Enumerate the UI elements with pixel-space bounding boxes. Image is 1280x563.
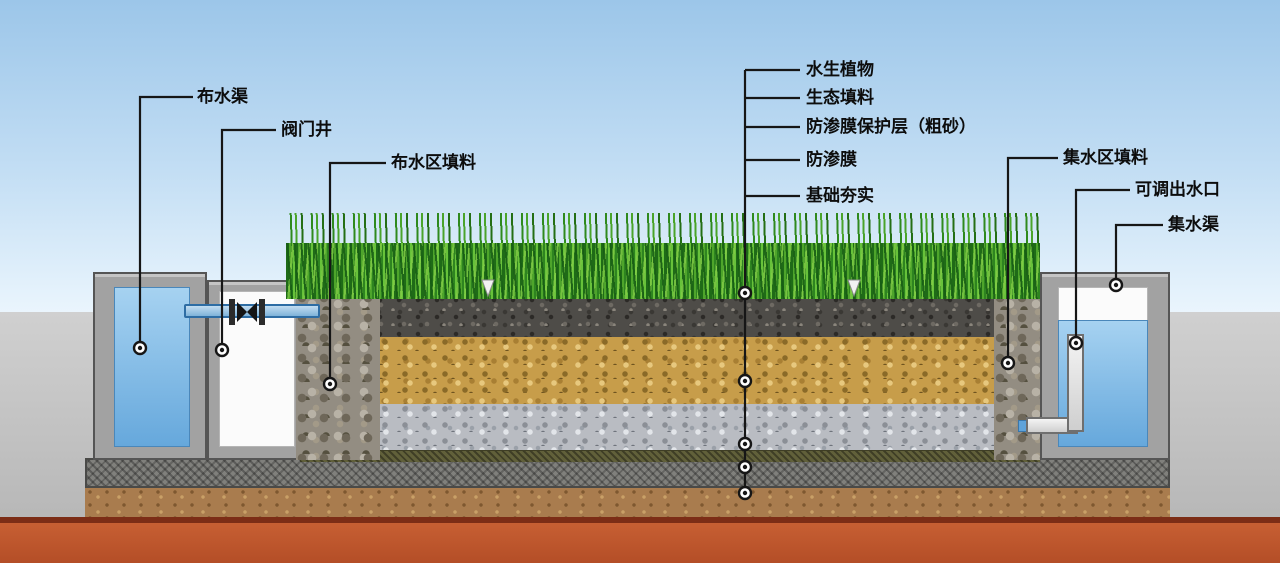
label-compacted-foundation: 基础夯实 [806,186,874,205]
label-membrane-protection-layer: 防渗膜保护层（粗砂） [806,117,976,136]
label-collection-channel: 集水渠 [1168,215,1219,234]
base-accent-line [0,517,1280,523]
layer-protection-sand-gravel [300,404,1040,450]
distribution-channel-water [114,287,190,447]
layer-eco-fill-dark [300,296,1040,337]
label-adjustable-outlet: 可调出水口 [1135,180,1220,199]
label-aquatic-plants: 水生植物 [806,60,874,79]
foundation-slab [85,458,1170,488]
label-eco-fill: 生态填料 [806,88,874,107]
label-impermeable-membrane: 防渗膜 [806,150,857,169]
layer-fill-tan [300,337,1040,404]
layer-impermeable-membrane [300,450,1040,462]
label-distribution-zone-fill: 布水区填料 [391,153,476,172]
label-collection-zone-fill: 集水区填料 [1063,148,1148,167]
label-valve-well: 阀门井 [281,120,332,139]
base-orange-strip [0,523,1280,563]
label-distribution-channel: 布水渠 [197,87,248,106]
soil-layer [85,486,1170,517]
inlet-pipe [184,304,320,318]
grass-planting-layer [286,243,1040,299]
outlet-pipe-vertical [1067,334,1084,432]
